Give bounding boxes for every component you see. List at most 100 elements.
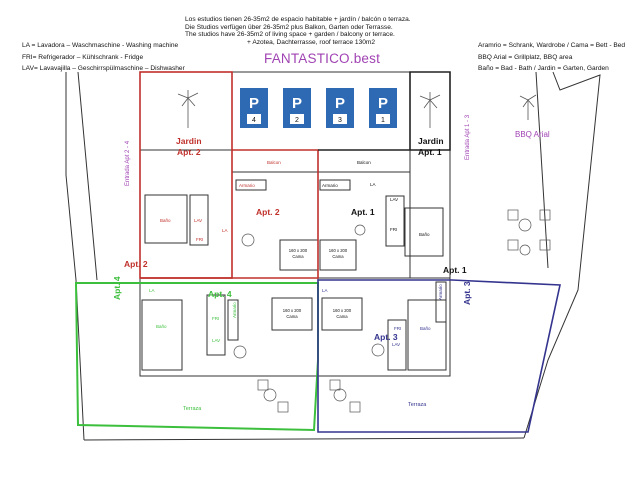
outline-apt2 bbox=[139, 71, 233, 279]
palm-icon bbox=[519, 94, 537, 120]
label-bano-apt2: Baño bbox=[160, 218, 171, 223]
bed-apt3 bbox=[321, 297, 363, 331]
label-apt1-garden: Apt. 1 bbox=[418, 147, 442, 157]
label-bano-apt3: Baño bbox=[420, 326, 431, 331]
legend-item: LA = Lavadora – Waschmaschine - Washing … bbox=[22, 42, 179, 49]
label-lav-apt1: LAV bbox=[390, 197, 398, 202]
label-apt1-room: Apt. 1 bbox=[351, 207, 375, 217]
legend-item: LAV= Lavavajilla – Geschirrspülmaschine … bbox=[22, 65, 185, 73]
label-la-apt2: LA bbox=[222, 228, 228, 233]
legend-item: Baño = Bad - Bath / Jardin = Garten, Gar… bbox=[478, 65, 609, 73]
header-line: Die Studios verfügen über 26-35m2 plus B… bbox=[185, 23, 393, 31]
label-apt2-garden: Apt. 2 bbox=[177, 147, 201, 157]
bed-apt4 bbox=[271, 297, 313, 331]
outer-wall-right bbox=[523, 71, 601, 439]
outline-apt3 bbox=[317, 279, 561, 433]
bed-size-apt3: 160 x 200 bbox=[333, 308, 352, 313]
bath-apt1 bbox=[404, 207, 444, 257]
inner-wall-right bbox=[535, 71, 549, 269]
bed-size-apt2: 160 x 200 bbox=[289, 248, 308, 253]
bath-apt3 bbox=[407, 299, 447, 371]
inner-wall-left bbox=[77, 71, 98, 281]
legend-left: LA = Lavadora – Waschmaschine - Washing … bbox=[22, 42, 185, 77]
parking-number: 2 bbox=[295, 117, 299, 124]
bed-size-apt1: 160 x 200 bbox=[329, 248, 348, 253]
outline-apt4 bbox=[74, 282, 319, 432]
building-outline bbox=[139, 149, 451, 377]
bed-label-apt2: Cama bbox=[292, 254, 304, 259]
label-armario-apt3: Armario bbox=[438, 284, 443, 300]
legend-item: FRI= Refrigerador – Kühlschrank - Fridge bbox=[22, 53, 144, 61]
outer-wall-left bbox=[65, 72, 85, 441]
parking-letter: P bbox=[249, 95, 259, 112]
label-bbq: BBQ Arial bbox=[515, 130, 550, 139]
label-apt3-entry: Apt. 3 bbox=[462, 281, 472, 305]
bed-label-apt3: Cama bbox=[336, 314, 348, 319]
label-fri-apt4: FRI bbox=[212, 316, 219, 321]
label-la-apt4: LA bbox=[149, 288, 155, 293]
kitchen-apt4 bbox=[206, 294, 226, 356]
label-entrada-24: Entrada Apt 2 - 4 bbox=[125, 140, 131, 186]
label-jardin-apt1: Jardin bbox=[418, 136, 444, 146]
parking-number-box bbox=[333, 114, 347, 124]
label-apt4-entry: Apt. 4 bbox=[112, 276, 122, 300]
kitchen-apt2 bbox=[189, 194, 209, 246]
parking-spots: P 4 P 2 P 3 P 1 bbox=[240, 88, 397, 128]
label-apt4-room: Apt. 4 bbox=[208, 289, 232, 299]
bath-apt2 bbox=[144, 194, 188, 244]
palm-icon bbox=[419, 92, 441, 128]
label-la-apt1: LA bbox=[370, 182, 376, 187]
label-lav-apt2: LAV bbox=[194, 218, 202, 223]
legend-right: Aramrio = Schrank, Wardrobe / Cama = Bet… bbox=[478, 42, 625, 77]
brand-title: FANTASTICO.best bbox=[264, 51, 381, 66]
label-terraza-apt3: Terraza bbox=[408, 402, 427, 408]
label-apt2-entry: Apt. 2 bbox=[124, 259, 148, 269]
label-bano-apt1: Baño bbox=[419, 232, 430, 237]
furniture-icons bbox=[233, 209, 551, 413]
outline-apt2-lower bbox=[140, 149, 319, 279]
label-lav-apt4: LAV bbox=[212, 338, 220, 343]
header-line: + Azotea, Dachterrasse, roof terrace 130… bbox=[247, 38, 376, 46]
wardrobe-apt3 bbox=[435, 281, 447, 323]
wardrobe-apt4 bbox=[227, 299, 239, 341]
legend-item: Aramrio = Schrank, Wardrobe / Cama = Bet… bbox=[478, 42, 626, 49]
label-fri-apt2: FRI bbox=[196, 237, 203, 242]
label-bano-apt4: Baño bbox=[156, 324, 167, 329]
label-terraza-apt4: Terraza bbox=[183, 406, 202, 412]
palm-icon bbox=[177, 90, 199, 128]
wardrobe-apt1 bbox=[319, 179, 351, 191]
label-apt3-room: Apt. 3 bbox=[374, 332, 398, 342]
wardrobe-apt2 bbox=[235, 179, 267, 191]
parking-number: 3 bbox=[338, 117, 342, 124]
parking-letter: P bbox=[292, 95, 302, 112]
label-fri-apt3: FRI bbox=[394, 326, 401, 331]
kitchen-apt3 bbox=[387, 319, 407, 371]
kitchen-apt1 bbox=[385, 195, 405, 247]
label-la-apt3: LA bbox=[322, 288, 328, 293]
parking-number-box bbox=[290, 114, 304, 124]
parking-letter: P bbox=[335, 95, 345, 112]
header-line: Los estudios tienen 26-35m2 de espacio h… bbox=[185, 16, 411, 23]
label-apt1-entry: Apt. 1 bbox=[443, 265, 467, 275]
label-apt2-room: Apt. 2 bbox=[256, 207, 280, 217]
label-balcon-apt2: Balcon bbox=[267, 160, 281, 165]
bath-apt4 bbox=[141, 299, 183, 371]
parking-letter: P bbox=[378, 95, 388, 112]
parking-number-box bbox=[376, 114, 390, 124]
bed-apt1 bbox=[319, 239, 357, 271]
outline-apt1 bbox=[318, 71, 451, 151]
bed-size-apt4: 160 x 200 bbox=[283, 308, 302, 313]
label-jardin-apt2: Jardin bbox=[176, 136, 202, 146]
label-armario-apt2: Armario bbox=[239, 183, 255, 188]
header-notes: Los estudios tienen 26-35m2 de espacio h… bbox=[185, 16, 485, 46]
bed-label-apt4: Cama bbox=[286, 314, 298, 319]
label-armario-apt4: Armario bbox=[232, 302, 237, 318]
legend-item: BBQ Arial = Grillplatz, BBQ area bbox=[478, 53, 573, 61]
label-lav-apt3: LAV bbox=[392, 342, 400, 347]
bed-label-apt1: Cama bbox=[332, 254, 344, 259]
parking-number: 4 bbox=[252, 117, 256, 124]
parking-number: 1 bbox=[381, 117, 385, 124]
label-balcon-apt1: Balcon bbox=[357, 160, 371, 165]
label-fri-apt1: FRI bbox=[390, 227, 397, 232]
